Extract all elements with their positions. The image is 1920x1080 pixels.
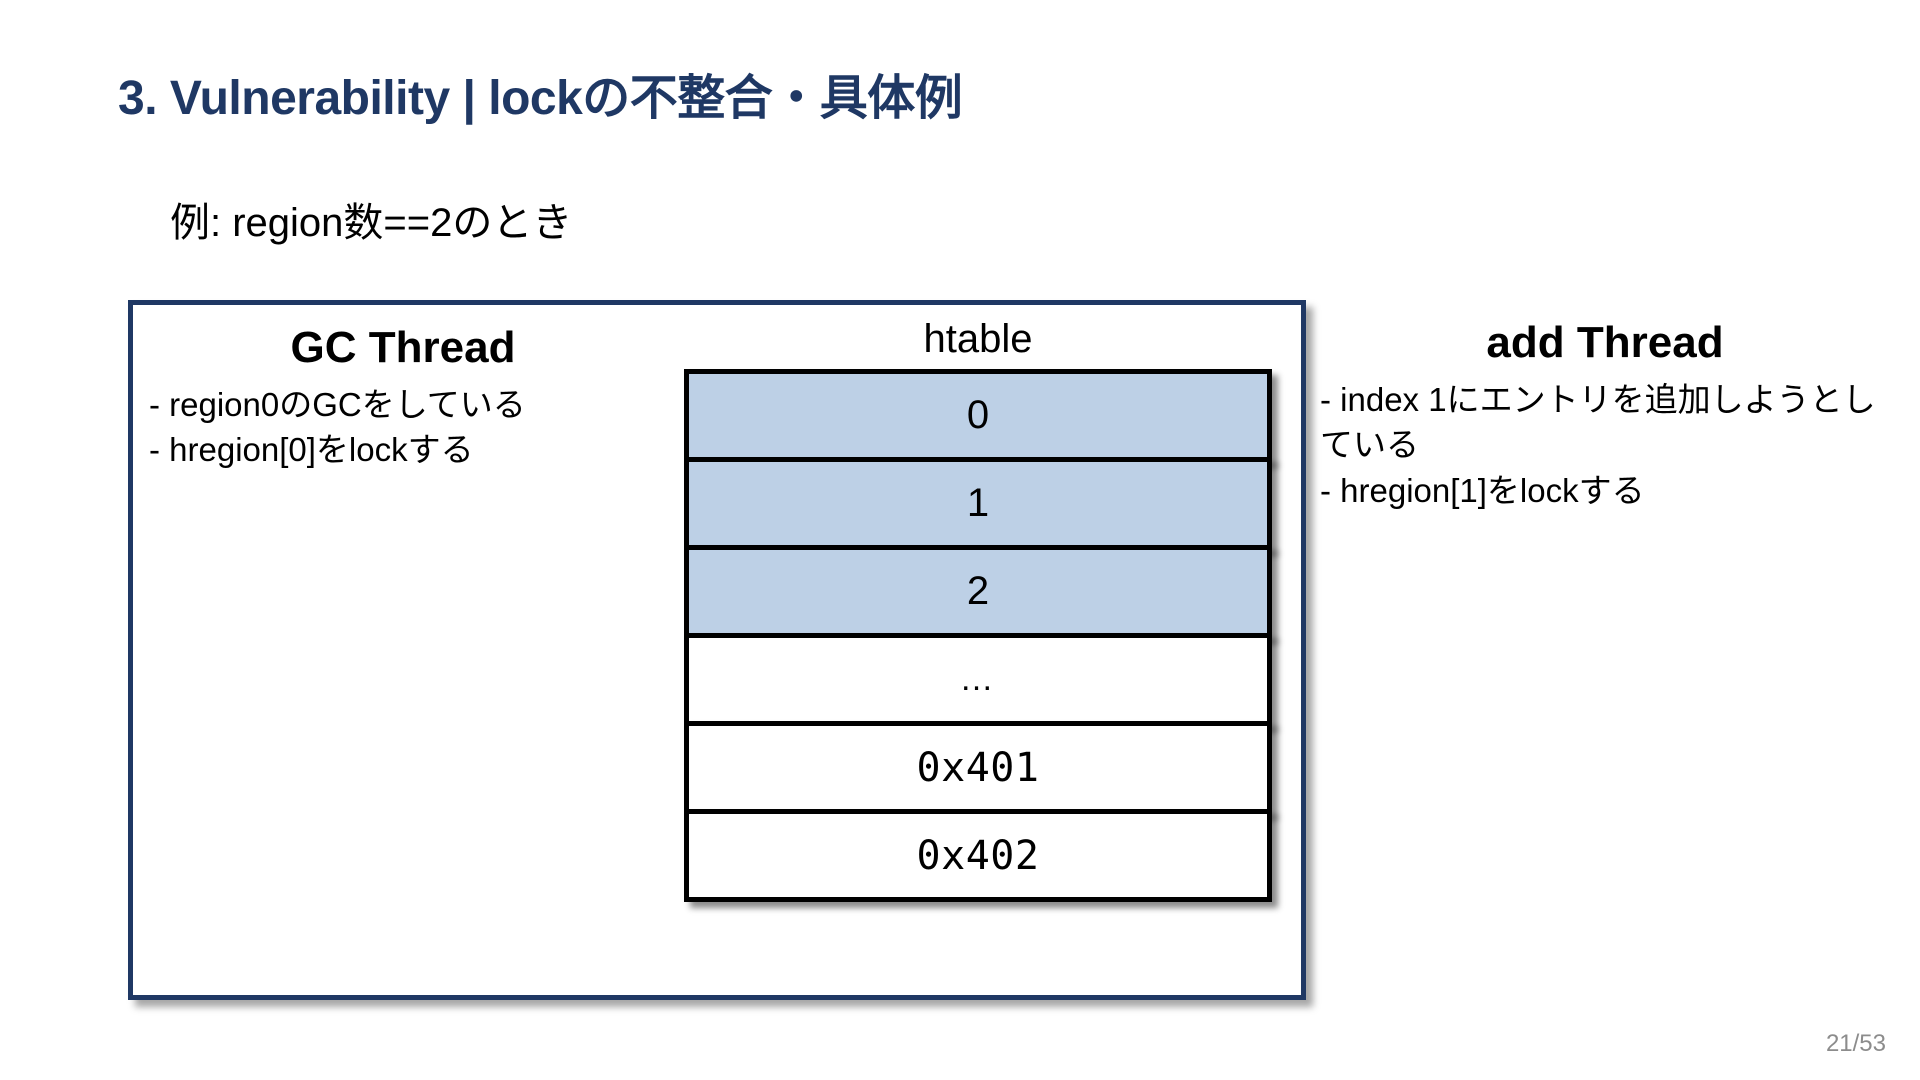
htable-cell: 0x402 [684,809,1272,902]
add-thread-column: add Thread - index 1にエントリを追加しようとしている - h… [1320,318,1890,513]
htable-cell: 0 [684,369,1272,462]
gc-thread-column: GC Thread - region0のGCをしている - hregion[0]… [133,323,673,473]
add-thread-note-line: - hregion[1]をlockする [1320,471,1645,509]
gc-thread-note-line: - hregion[0]をlockする [149,431,474,469]
htable-cell: 0x401 [684,721,1272,814]
htable-cell: 2 [684,545,1272,638]
add-thread-heading: add Thread [1486,318,1724,367]
htable-cell-stack: 0 1 2 … 0x401 0x402 [684,369,1272,902]
page-number: 21/53 [1825,1030,1886,1057]
htable-cell: … [684,633,1272,726]
slide-subtitle: 例: region数==2のとき [170,201,573,245]
htable-label: htable [923,317,1033,361]
diagram-frame: GC Thread - region0のGCをしている - hregion[0]… [128,300,1306,1000]
htable-column: htable 0 1 2 … 0x401 0x402 [678,317,1278,902]
add-thread-note-line: - index 1にエントリを追加しようとしている [1320,380,1876,464]
gc-thread-heading: GC Thread [290,323,516,372]
page-title: 3. Vulnerability | lockの不整合・具体例 [118,72,963,125]
htable-cell: 1 [684,457,1272,550]
gc-thread-notes: - region0のGCをしている - hregion[0]をlockする [133,382,673,473]
add-thread-notes: - index 1にエントリを追加しようとしている - hregion[1]をl… [1320,377,1890,514]
gc-thread-note-line: - region0のGCをしている [149,385,526,423]
